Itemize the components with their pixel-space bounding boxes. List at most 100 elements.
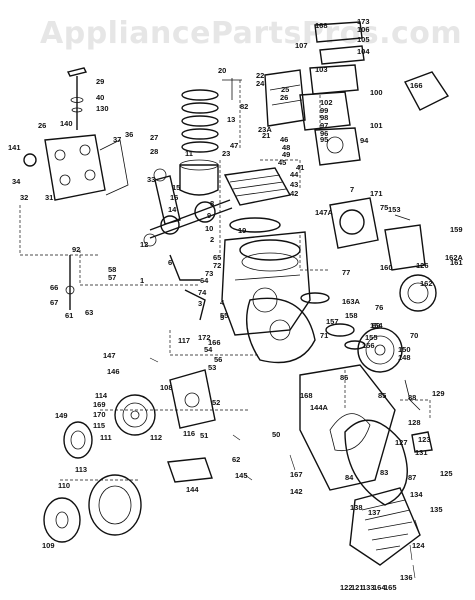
callout-label: 138 (350, 503, 363, 512)
callout-label: 106 (357, 25, 370, 34)
callout-label: 1 (140, 276, 144, 285)
callout-label: 16 (170, 193, 178, 202)
callout-label: 94 (360, 136, 369, 145)
callout-label: 96 (320, 129, 328, 138)
linkage-parts (65, 254, 206, 321)
drive-belt (344, 419, 408, 506)
callout-label: 109 (42, 541, 55, 550)
callout-label: 37 (113, 135, 121, 144)
callout-label: 83 (380, 468, 388, 477)
callout-label: 135 (430, 505, 443, 514)
callout-label: 150 (398, 345, 411, 354)
callout-label: 31 (45, 193, 53, 202)
callout-label: 23A (258, 125, 272, 134)
callout-label: 26 (280, 93, 288, 102)
callout-label: 19 (238, 226, 246, 235)
callout-label: 144 (186, 485, 199, 494)
crankshaft (143, 168, 233, 247)
callout-label: 15 (172, 183, 180, 192)
callout-label: 56 (214, 355, 222, 364)
callout-label: 26 (38, 121, 46, 130)
callout-label: 87 (408, 473, 416, 482)
callout-label: 166 (410, 81, 423, 90)
callout-label: 173 (357, 17, 370, 26)
callout-label: 125 (440, 469, 453, 478)
callout-label: 4 (220, 298, 225, 307)
callout-label: 71 (320, 331, 328, 340)
callout-label: 113 (75, 465, 87, 474)
callout-label: 99 (320, 106, 328, 115)
callout-label: 123 (418, 435, 431, 444)
callout-label: 172 (198, 333, 211, 342)
callout-label: 170 (93, 410, 106, 419)
callout-label: 104 (357, 47, 370, 56)
callout-label: 168 (315, 21, 328, 30)
callout-label: 162A (445, 253, 464, 262)
callout-label: 45 (278, 158, 286, 167)
callout-label: 155 (365, 333, 378, 342)
callout-label: 105 (357, 35, 370, 44)
callout-label: 9 (207, 211, 211, 220)
callout-label: 86 (340, 373, 348, 382)
callout-label: 47 (230, 141, 238, 150)
callout-label: 92 (72, 245, 80, 254)
callout-label: 116 (183, 429, 195, 438)
callout-label: 58 (108, 265, 116, 274)
callout-label: 140 (60, 119, 73, 128)
callout-label: 110 (58, 481, 70, 490)
callout-label: 2 (210, 235, 214, 244)
callout-label: 115 (93, 421, 105, 430)
mounting-plate (167, 457, 213, 483)
callout-label: 159 (450, 225, 463, 234)
callout-label: 95 (320, 135, 328, 144)
callout-label: 85 (378, 391, 386, 400)
valve-stack (66, 67, 88, 130)
callout-label: 136 (400, 573, 413, 582)
callout-label: 62 (232, 455, 240, 464)
callout-label: 54 (204, 345, 213, 354)
blower-housing (299, 364, 396, 491)
callout-label: 72 (213, 261, 221, 270)
callout-label: 74 (198, 288, 207, 297)
callout-label: 147A (315, 208, 334, 217)
callout-label: 168 (300, 391, 313, 400)
callout-label: 55 (220, 311, 228, 320)
callout-label: 73 (205, 269, 213, 278)
crankcase (221, 231, 311, 336)
callout-label: 69 (372, 321, 380, 330)
callout-label: 65 (213, 253, 221, 262)
air-cleaner (299, 21, 365, 166)
flywheel-housing (245, 297, 316, 364)
callout-label: 134 (410, 490, 423, 499)
callout-label: 43 (290, 180, 298, 189)
callout-label: 121 (351, 583, 364, 592)
callout-label: 144A (310, 403, 329, 412)
callout-label: 88 (408, 393, 416, 402)
callout-label: 122 (340, 583, 353, 592)
callout-label: 51 (200, 431, 208, 440)
callout-label: 167 (290, 470, 303, 479)
callout-label: 158 (345, 311, 358, 320)
callout-label: 44 (290, 170, 299, 179)
callout-label: 103 (315, 65, 328, 74)
callout-label: 124 (412, 541, 425, 550)
callout-label: 67 (50, 298, 58, 307)
callout-label: 64 (200, 276, 209, 285)
callout-label: 146 (107, 367, 120, 376)
callout-label: 22 (256, 71, 264, 80)
assembly-guide-lines (19, 80, 431, 481)
callout-label: 149 (55, 411, 68, 420)
callout-label: 126 (416, 261, 429, 270)
callout-label: 23 (222, 149, 230, 158)
starter-pulley (357, 327, 403, 373)
callout-label: 98 (320, 113, 328, 122)
callout-label: 8 (210, 199, 214, 208)
callout-label: 130 (96, 104, 109, 113)
large-pulley (88, 474, 142, 536)
small-pulley (63, 421, 93, 459)
bracket-part (404, 71, 450, 111)
callout-label: 114 (95, 391, 108, 400)
